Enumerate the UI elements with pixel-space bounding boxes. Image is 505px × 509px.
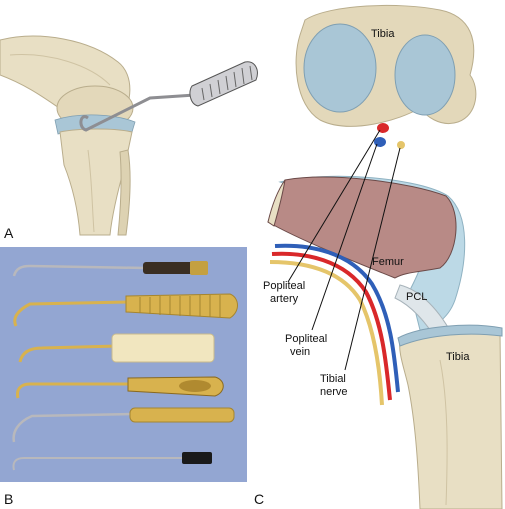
label-tibia-bottom: Tibia — [446, 351, 470, 363]
label-popliteal-artery-line1: Popliteal — [263, 280, 305, 292]
popliteal-artery-course — [271, 251, 392, 401]
probe-instrument-3 — [18, 333, 215, 363]
tibia-bone-a — [59, 128, 133, 236]
probe-instrument-1 — [12, 261, 208, 277]
panel-label-b: B — [4, 491, 13, 507]
panel-label-c: C — [254, 491, 264, 507]
popliteal-vein-course — [274, 243, 400, 393]
probe-instrument-4 — [16, 376, 224, 399]
panel-c-tibial-plateau: Tibia — [295, 4, 477, 149]
vein-cross-section — [374, 137, 386, 147]
medial-plateau-cartilage — [303, 23, 377, 113]
probe-instrument-5 — [12, 407, 235, 443]
lateral-plateau-cartilage — [394, 34, 456, 116]
panel-b-instrument-photo — [0, 247, 247, 482]
label-popliteal-vein-line1: Popliteal — [285, 333, 327, 345]
probe-instrument-2 — [13, 293, 238, 327]
label-popliteal-vein-line2: vein — [290, 346, 310, 358]
fibula-bone-a — [117, 149, 131, 236]
hook-instrument-a — [79, 93, 196, 132]
leader-nerve — [344, 147, 401, 371]
label-pcl: PCL — [406, 291, 427, 303]
label-tibia-top: Tibia — [371, 28, 395, 40]
label-tibial-nerve-line2: nerve — [320, 386, 348, 398]
label-femur: Femur — [372, 256, 404, 268]
panel-a-knee-illustration — [0, 35, 258, 236]
panel-label-a: A — [4, 225, 14, 241]
probe-instrument-6 — [12, 452, 212, 471]
leader-artery — [287, 129, 381, 283]
leader-vein — [311, 143, 378, 331]
instrument-handle-a — [189, 61, 258, 107]
panel-c-sagittal-view: Femur PCL Tibia Popliteal artery Poplite… — [263, 129, 503, 509]
label-popliteal-artery-line2: artery — [270, 293, 299, 305]
label-tibial-nerve-line1: Tibial — [320, 373, 346, 385]
nerve-cross-section — [397, 141, 405, 149]
blue-cloth-background — [0, 247, 247, 482]
